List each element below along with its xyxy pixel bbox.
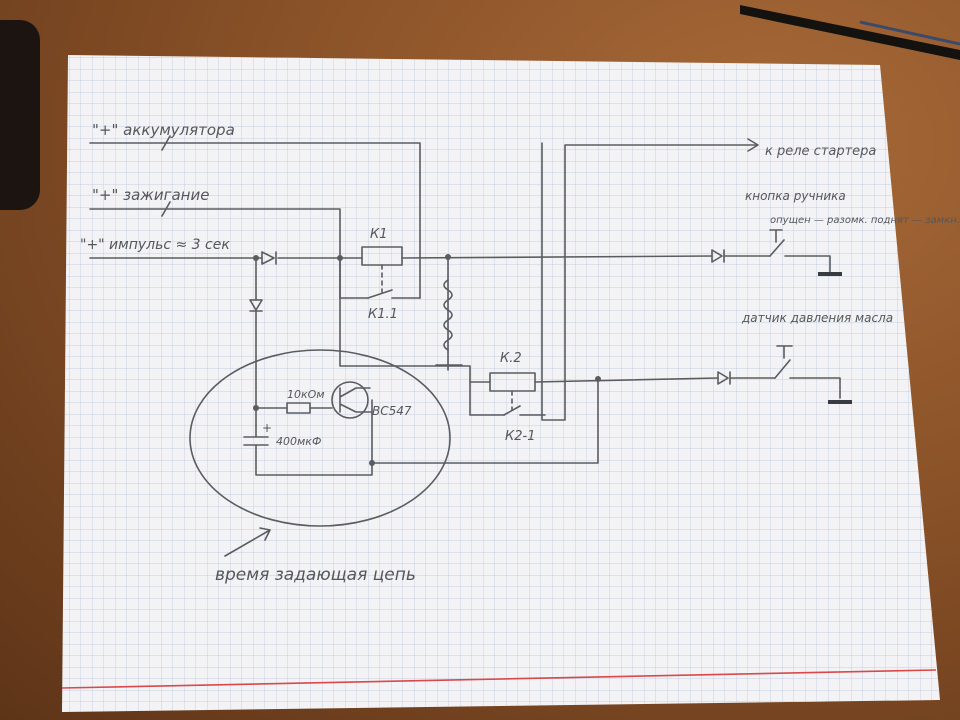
oil-sensor-label: датчик давления масла xyxy=(741,311,893,325)
pen-icon xyxy=(740,5,960,60)
handbrake-state-label: опущен — разомк. поднят — замкн. xyxy=(770,215,960,226)
switch-icon xyxy=(367,289,393,299)
timing-circuit-outline xyxy=(189,349,451,527)
spring-icon xyxy=(443,279,453,351)
transistor-label: BC547 xyxy=(372,404,412,418)
battery-label: "+" аккумулятора xyxy=(92,121,235,139)
diode-icon xyxy=(249,299,263,312)
relay-k2-label: К.2 xyxy=(500,351,522,366)
contact-k21-label: К2-1 xyxy=(505,429,535,444)
switch-icon xyxy=(774,345,793,379)
handbrake-button-label: кнопка ручника xyxy=(745,189,846,203)
arrow-icon xyxy=(224,527,271,557)
switch-icon xyxy=(503,405,521,416)
diode-icon xyxy=(261,251,277,265)
contact-k11-label: К1.1 xyxy=(368,307,398,322)
margin-line xyxy=(61,669,937,689)
dark-object xyxy=(0,20,40,210)
diode-icon xyxy=(711,249,725,263)
ignition-label: "+" зажигание xyxy=(92,186,209,204)
impulse-label: "+" импульс ≈ 3 сек xyxy=(80,237,230,253)
relay-k1-label: К1 xyxy=(370,227,388,242)
capacitor-icon xyxy=(243,424,269,446)
resistor-label: 10кОм xyxy=(287,388,325,401)
switch-icon xyxy=(769,229,785,257)
transistor-icon xyxy=(331,381,369,419)
starter-label: к реле стартера xyxy=(765,144,876,159)
junctions xyxy=(253,254,601,466)
paper xyxy=(61,55,940,712)
timing-circuit-label: время задающая цепь xyxy=(215,565,416,585)
capacitor-label: 400мкФ xyxy=(276,435,321,448)
diode-icon xyxy=(717,371,731,385)
resistor-icon xyxy=(286,402,311,414)
fuse-marks xyxy=(161,135,171,217)
arrow-icon xyxy=(747,138,759,152)
capacitor-plus-label: + xyxy=(262,421,272,435)
